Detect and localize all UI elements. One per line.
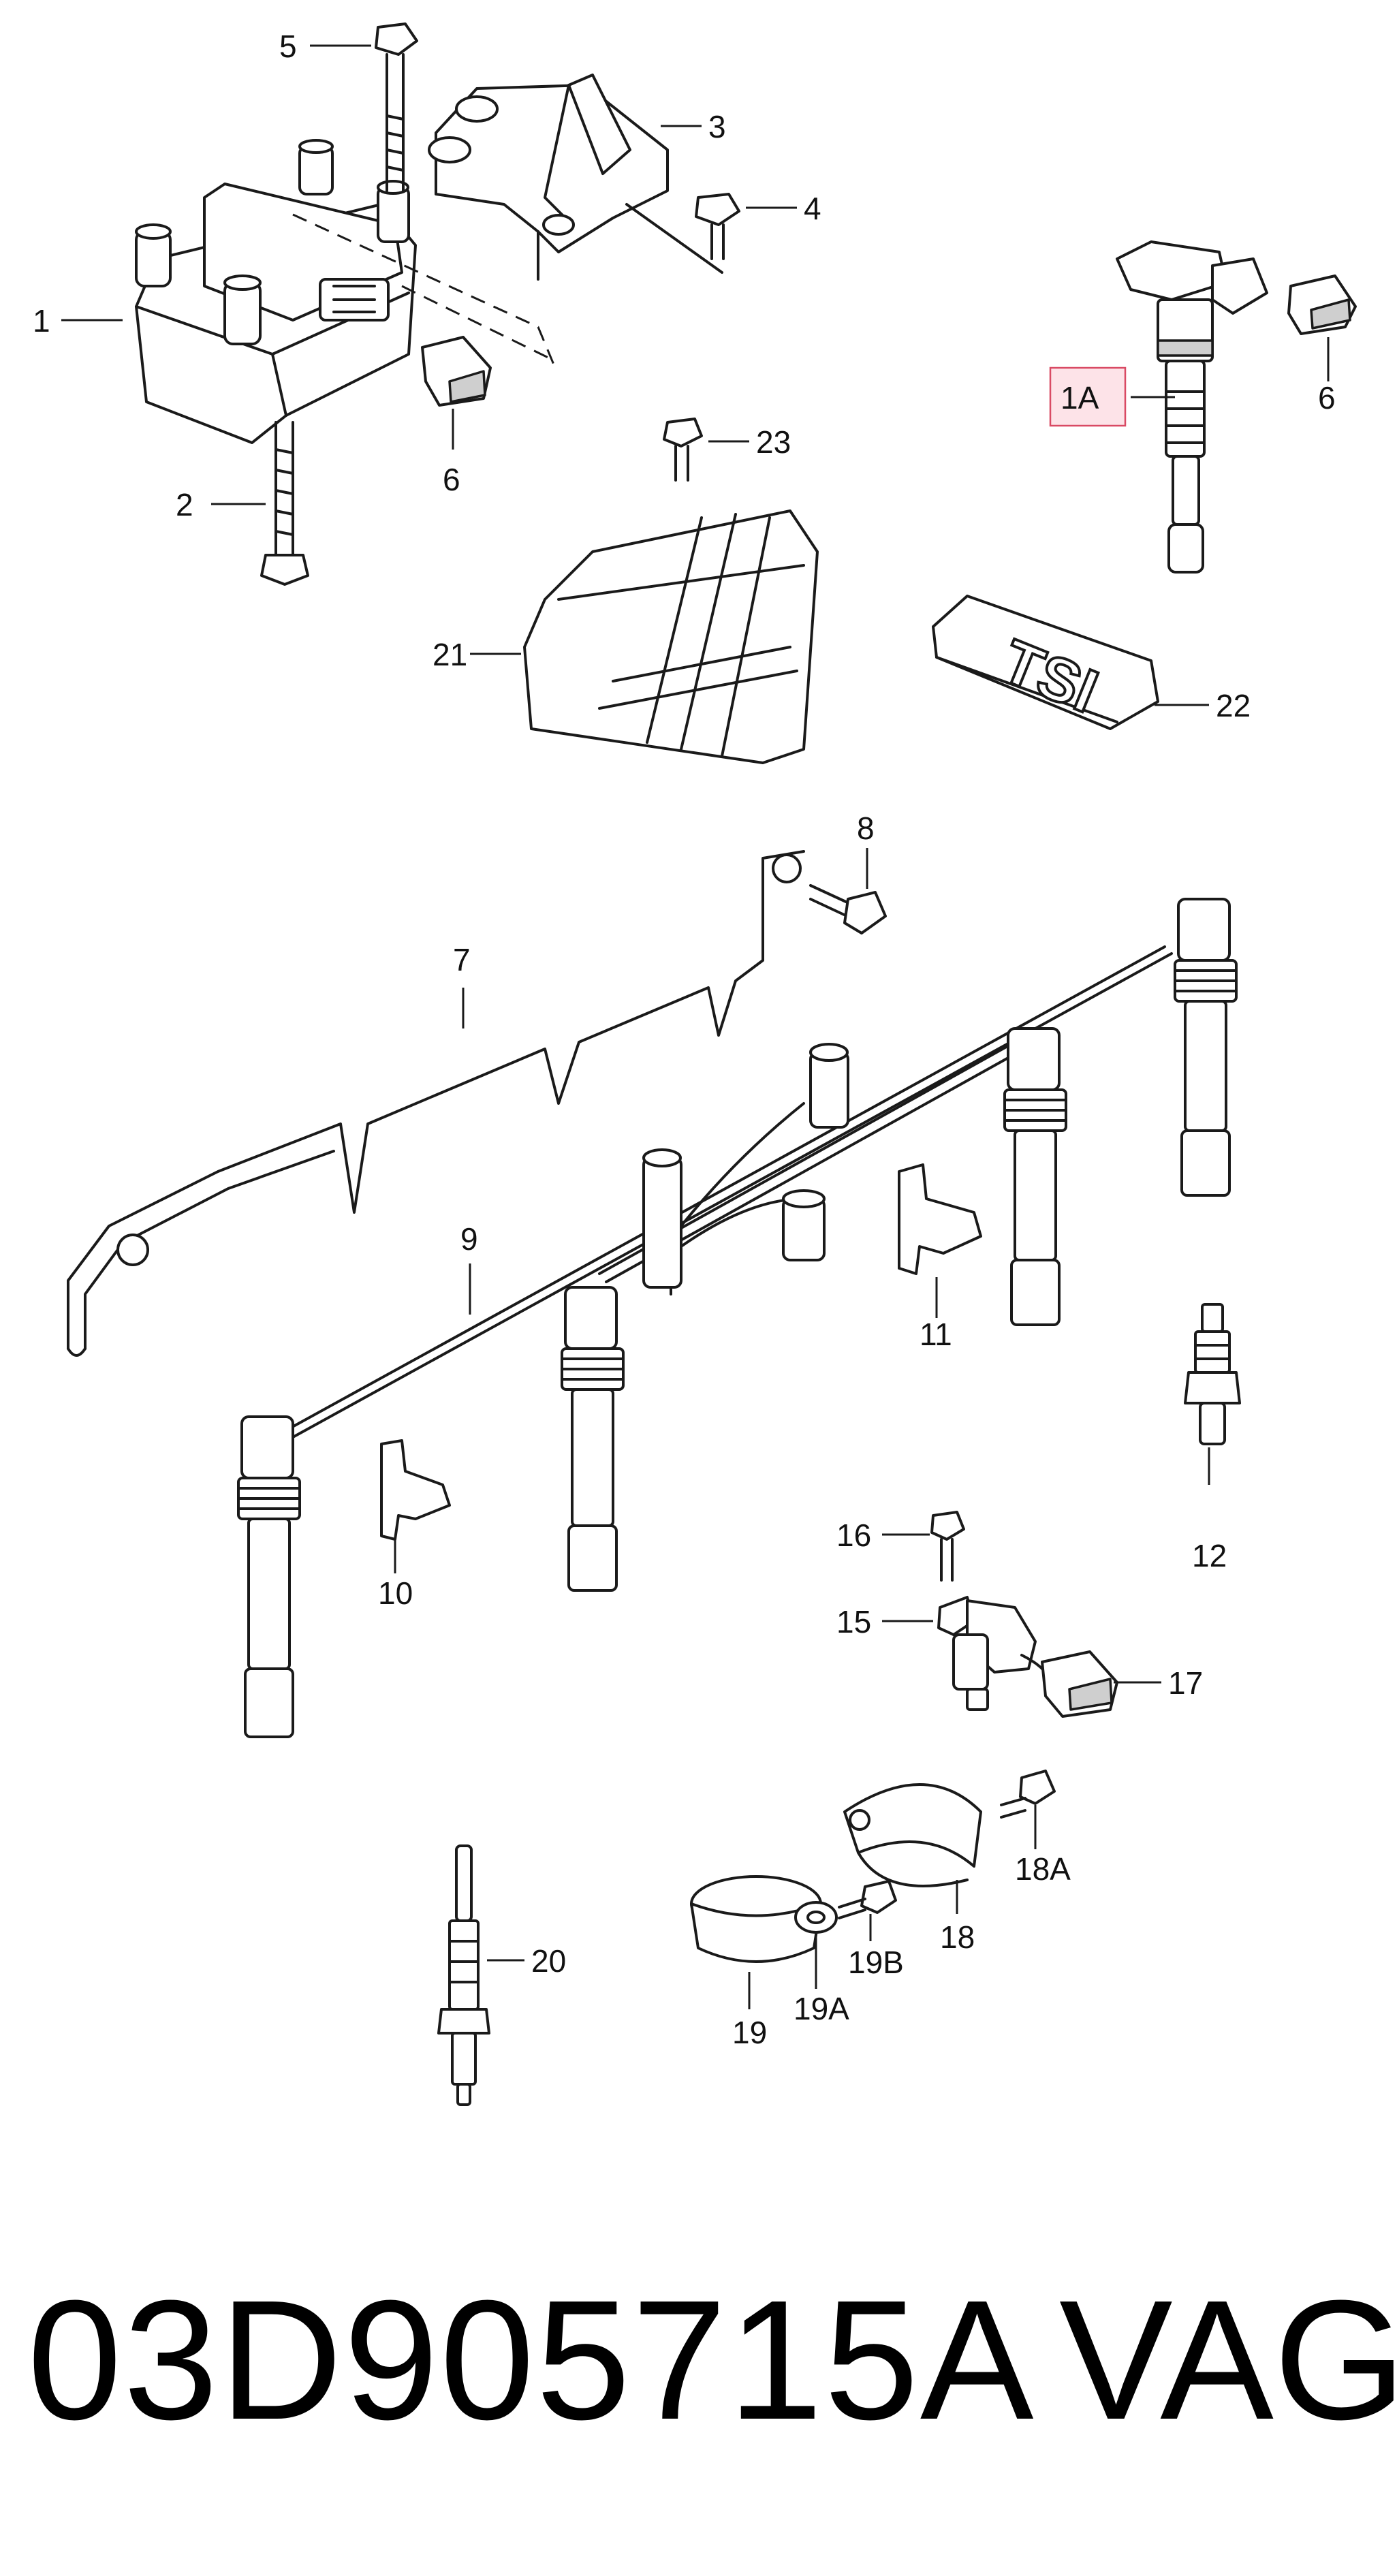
callout-6-left: 6 <box>443 462 460 497</box>
bracket-bolt-4 <box>695 193 740 260</box>
callout-17: 17 <box>1168 1665 1203 1701</box>
speed-sensor-15 <box>937 1596 1037 1711</box>
bolt-19B <box>838 1880 897 1919</box>
assembly-line-coil-bracket-2 <box>401 285 556 362</box>
ring-bolt-18A <box>1000 1770 1056 1819</box>
callout-18: 18 <box>940 1919 975 1955</box>
lead-clip-10 <box>380 1439 451 1541</box>
connector-6-right <box>1287 274 1357 335</box>
bracket-bolt-5 <box>375 22 418 192</box>
callout-labels: 1 1A 2 3 4 5 6 6 7 8 9 10 11 12 15 16 17… <box>33 29 1336 2050</box>
callout-22: 22 <box>1216 688 1251 723</box>
washer-19A <box>794 1901 838 1934</box>
shield-bolt-8 <box>809 884 887 934</box>
callout-5: 5 <box>279 29 297 64</box>
callout-3: 3 <box>708 109 726 144</box>
callout-19B: 19B <box>848 1945 904 1980</box>
sensor-screw-16 <box>930 1511 965 1582</box>
coil-bracket <box>428 74 723 281</box>
sensor-12 <box>1184 1303 1241 1445</box>
heat-shield-strip-7 <box>67 850 805 1357</box>
callout-1A: 1A <box>1061 380 1099 415</box>
callout-19A: 19A <box>794 1991 849 2026</box>
callout-19: 19 <box>732 2015 767 2050</box>
tsi-badge-cover-22: TSI <box>932 595 1159 730</box>
part-number: 03D905715A <box>27 2265 1035 2455</box>
callout-8: 8 <box>857 811 875 846</box>
callout-20: 20 <box>531 1943 566 1979</box>
engine-cover-21 <box>523 509 819 764</box>
pencil-ignition-coil <box>1116 240 1268 574</box>
glow-plug-20 <box>437 1844 490 2106</box>
callout-16: 16 <box>836 1518 871 1553</box>
leader-lines <box>61 44 1330 2009</box>
callout-2: 2 <box>176 487 193 522</box>
ignition-lead-set-9 <box>237 898 1238 1738</box>
ignition-coil-pack <box>135 139 417 444</box>
callout-15: 15 <box>836 1604 871 1639</box>
callout-6-right: 6 <box>1318 380 1336 415</box>
coil-mounting-bolt <box>260 421 309 586</box>
callout-1: 1 <box>33 303 50 339</box>
callout-10: 10 <box>378 1575 413 1611</box>
callout-7: 7 <box>453 942 471 977</box>
callout-9: 9 <box>460 1221 478 1257</box>
cover-screw-23 <box>663 418 703 482</box>
callout-4: 4 <box>804 191 821 226</box>
callout-12: 12 <box>1192 1538 1227 1573</box>
sender-wheel-ring-18 <box>843 1783 982 1887</box>
connector-17 <box>1020 1650 1118 1718</box>
band-19 <box>690 1875 822 1963</box>
lead-clip-11 <box>898 1163 982 1275</box>
callout-1A-highlight <box>1049 366 1127 427</box>
brand-name: VAG <box>1059 2265 1397 2455</box>
callout-18A: 18A <box>1015 1851 1071 1887</box>
connector-6-left <box>421 336 492 407</box>
callout-21: 21 <box>433 637 467 672</box>
callout-11: 11 <box>920 1317 952 1352</box>
callout-23: 23 <box>756 424 791 460</box>
assembly-line-coil-bracket <box>292 213 556 368</box>
